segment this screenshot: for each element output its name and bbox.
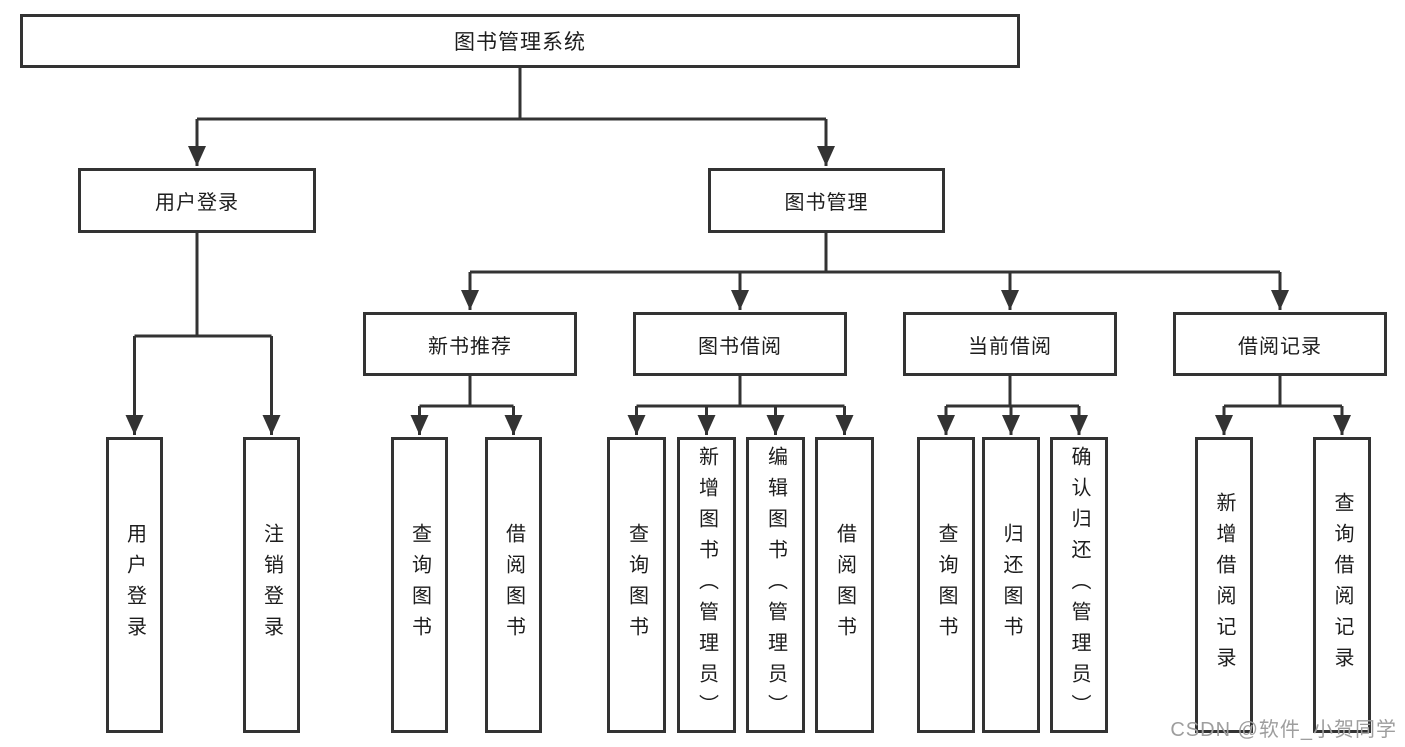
- leaf-user-login: 用户登录: [106, 437, 163, 733]
- leaf-add-borrow-record: 新增借阅记录: [1195, 437, 1253, 733]
- node-new-book-recommend: 新书推荐: [363, 312, 577, 376]
- node-user-login-label: 用户登录: [155, 192, 239, 214]
- leaf-edit-books-admin: 编辑图书（管理员）: [746, 437, 805, 733]
- node-root: 图书管理系统: [20, 14, 1020, 68]
- leaf-user-login-label: 用户登录: [123, 523, 146, 647]
- leaf-query-books-current: 查询图书: [917, 437, 975, 733]
- leaf-borrow-books: 借阅图书: [815, 437, 874, 733]
- leaf-return-books: 归还图书: [982, 437, 1040, 733]
- leaf-query-books-borrow-label: 查询图书: [625, 523, 648, 647]
- leaf-query-books-current-label: 查询图书: [935, 523, 957, 647]
- leaf-edit-books-admin-label: 编辑图书（管理员）: [764, 445, 787, 725]
- leaf-borrow-books-recommend: 借阅图书: [485, 437, 542, 733]
- node-user-login: 用户登录: [78, 168, 316, 233]
- node-new-book-recommend-label: 新书推荐: [428, 335, 512, 358]
- leaf-query-books-recommend: 查询图书: [391, 437, 448, 733]
- node-current-borrow-label: 当前借阅: [968, 335, 1052, 358]
- node-borrow-records: 借阅记录: [1173, 312, 1387, 376]
- node-book-management: 图书管理: [708, 168, 945, 233]
- leaf-add-books-admin: 新增图书（管理员）: [677, 437, 736, 733]
- node-book-borrow: 图书借阅: [633, 312, 847, 376]
- leaf-query-books-recommend-label: 查询图书: [408, 523, 431, 647]
- leaf-borrow-books-recommend-label: 借阅图书: [502, 523, 525, 647]
- leaf-query-books-borrow: 查询图书: [607, 437, 666, 733]
- leaf-confirm-return-admin: 确认归还（管理员）: [1050, 437, 1108, 733]
- leaf-logout: 注销登录: [243, 437, 300, 733]
- node-book-management-label: 图书管理: [784, 192, 869, 214]
- node-borrow-records-label: 借阅记录: [1238, 335, 1322, 358]
- leaf-return-books-label: 归还图书: [1000, 523, 1022, 647]
- node-root-label: 图书管理系统: [454, 31, 586, 54]
- node-book-borrow-label: 图书借阅: [698, 335, 782, 358]
- leaf-borrow-books-label: 借阅图书: [833, 523, 856, 647]
- node-current-borrow: 当前借阅: [903, 312, 1117, 376]
- leaf-confirm-return-admin-label: 确认归还（管理员）: [1068, 445, 1090, 725]
- leaf-add-books-admin-label: 新增图书（管理员）: [695, 445, 718, 725]
- leaf-query-borrow-record-label: 查询借阅记录: [1331, 492, 1353, 678]
- leaf-add-borrow-record-label: 新增借阅记录: [1213, 492, 1235, 678]
- leaf-logout-label: 注销登录: [260, 523, 283, 647]
- leaf-query-borrow-record: 查询借阅记录: [1313, 437, 1371, 733]
